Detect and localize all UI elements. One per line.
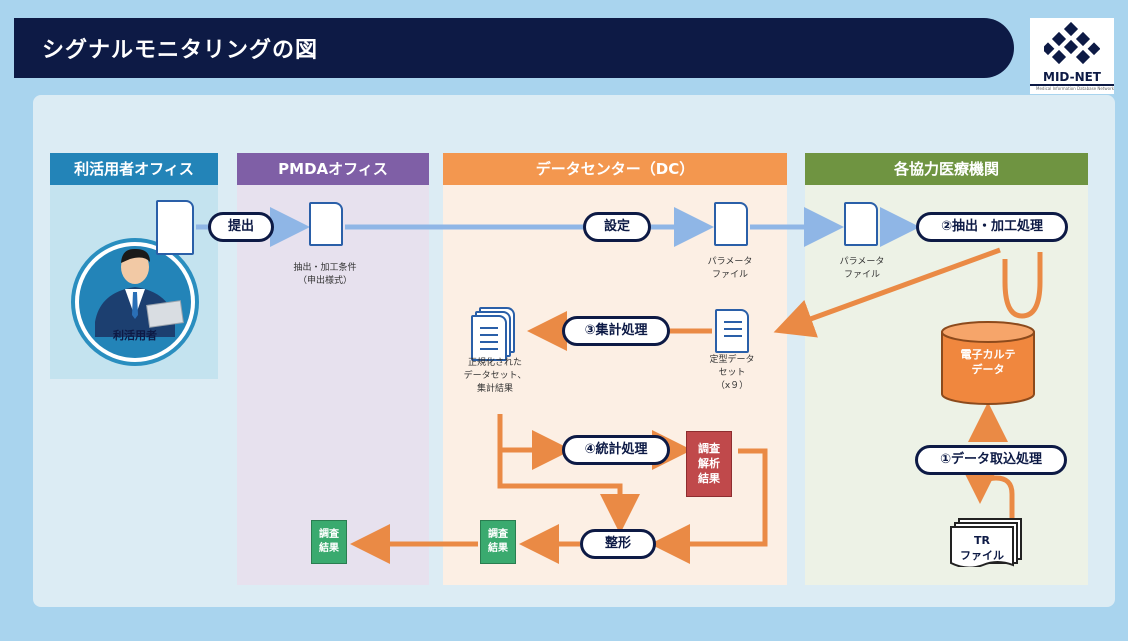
column-header-user-office: 利活用者オフィス: [50, 153, 218, 185]
title-bar: シグナルモニタリングの図: [14, 18, 1014, 78]
database-line2: データ: [971, 363, 1005, 376]
column-header-hospitals: 各協力医療機関: [805, 153, 1088, 185]
logo-subtext: Medical Information Database Network: [1036, 86, 1115, 91]
mid-net-logo: MID-NET Medical Information Database Net…: [1030, 18, 1114, 94]
page-title: シグナルモニタリングの図: [42, 38, 319, 63]
fixed-line3: （x９）: [715, 381, 749, 391]
setting-step: 設定: [583, 212, 651, 242]
import-step: ①データ取込処理: [915, 445, 1067, 475]
result-document-pmda: 調査 結果: [311, 520, 347, 564]
param-dc-line1: パラメータ: [707, 257, 753, 267]
param-file-dc-icon: [714, 202, 748, 246]
param-file-hosp-icon: [844, 202, 878, 246]
database-icon: [941, 321, 1035, 405]
extract-step: ②抽出・加工処理: [916, 212, 1068, 242]
user-document-icon: [156, 200, 194, 255]
file-stack-icon: [950, 518, 1022, 567]
user-label: 利活用者: [113, 329, 157, 342]
logo-text: MID-NET: [1030, 70, 1114, 86]
conditions-label-line2: （申出様式）: [297, 276, 352, 286]
fixed-dataset-icon: [715, 309, 749, 353]
conditions-document-icon: [309, 202, 343, 246]
statistics-step: ④統計処理: [562, 435, 670, 465]
analysis-line3: 結果: [698, 472, 720, 485]
param-hosp-line2: ファイル: [843, 270, 880, 280]
fixed-line2: セット: [718, 368, 746, 378]
conditions-label-line1: 抽出・加工条件: [293, 263, 357, 273]
normalized-label: 正規化された データセット、 集計結果: [445, 357, 545, 396]
tr-file-stack: TR ファイル: [950, 518, 1022, 571]
column-header-pmda-office: PMDAオフィス: [237, 153, 429, 185]
businessman-icon: [71, 238, 199, 366]
normalized-line1: 正規化された: [467, 358, 522, 368]
tr-file-line1: TR: [974, 534, 990, 547]
param-hosp-line1: パラメータ: [839, 257, 885, 267]
param-file-dc-label: パラメータ ファイル: [690, 256, 770, 282]
database-line1: 電子カルテ: [960, 348, 1016, 361]
fixed-dataset-label: 定型データ セット （x９）: [692, 354, 772, 393]
result-dc-line1: 調査: [488, 529, 508, 540]
tr-file-label: TR ファイル: [951, 533, 1013, 563]
user-avatar: 利活用者: [70, 237, 200, 367]
result-pmda-line1: 調査: [319, 529, 339, 540]
format-step: 整形: [580, 529, 656, 559]
ehr-database: 電子カルテ データ: [940, 320, 1036, 406]
normalized-line2: データセット、: [463, 371, 527, 381]
analysis-line1: 調査: [698, 442, 720, 455]
analysis-result-document: 調査 解析 結果: [686, 431, 732, 497]
result-pmda-line2: 結果: [319, 543, 339, 554]
column-header-data-center: データセンター（DC）: [443, 153, 787, 185]
analysis-line2: 解析: [698, 457, 720, 470]
database-label: 電子カルテ データ: [940, 347, 1036, 377]
orange-flow-line: [350, 247, 1043, 564]
fixed-line1: 定型データ: [709, 355, 755, 365]
logo-mark-icon: [1044, 22, 1100, 65]
normalized-line3: 集計結果: [476, 384, 513, 394]
tr-file-line2: ファイル: [960, 549, 1004, 562]
aggregate-step: ③集計処理: [562, 316, 670, 346]
result-dc-line2: 結果: [488, 543, 508, 554]
normalized-dataset-icon: [471, 315, 507, 361]
param-dc-line2: ファイル: [711, 270, 748, 280]
conditions-label: 抽出・加工条件 （申出様式）: [265, 262, 385, 288]
param-file-hosp-label: パラメータ ファイル: [822, 256, 902, 282]
result-document-dc: 調査 結果: [480, 520, 516, 564]
submit-step: 提出: [208, 212, 274, 242]
